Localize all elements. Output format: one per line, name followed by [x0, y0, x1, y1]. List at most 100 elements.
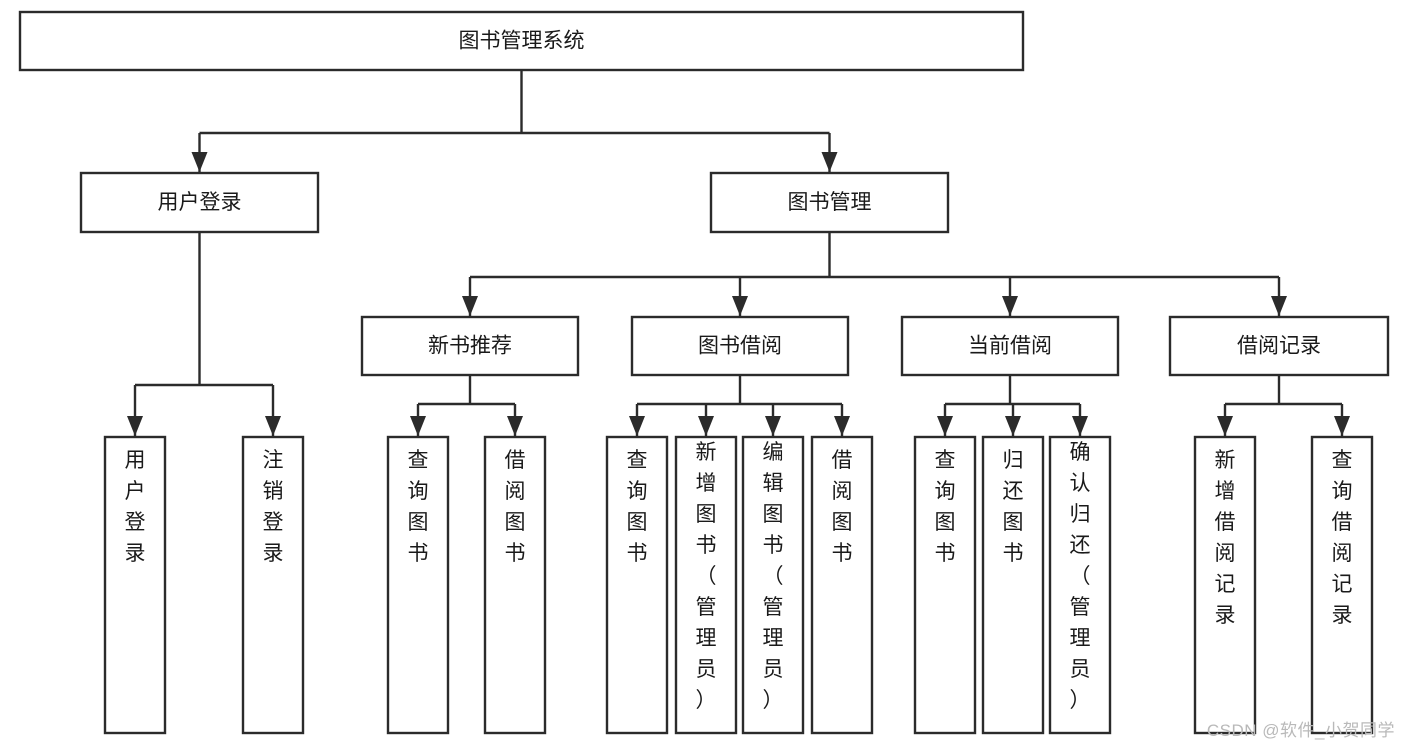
arrow-head-icon — [1334, 416, 1350, 436]
node-level3-book-borrow[interactable]: 图书借阅 — [630, 315, 850, 377]
node-level2-user-login[interactable]: 用户登录 — [79, 171, 320, 234]
arrow-head-icon — [1002, 296, 1018, 316]
node-leaf-leaf-borrow-book[interactable]: 借阅图书 — [810, 435, 874, 735]
node-label: 注销登录 — [263, 449, 284, 565]
arrow-head-icon — [1005, 416, 1021, 436]
arrow-head-icon — [462, 296, 478, 316]
watermark-label: CSDN @软件_小贺同学 — [1206, 721, 1395, 740]
node-leaf-leaf-query-book-rec[interactable]: 查询图书 — [386, 435, 450, 735]
arrow-head-icon — [834, 416, 850, 436]
arrow-head-icon — [462, 296, 478, 316]
node-leaf-leaf-add-record[interactable]: 新增借阅记录 — [1193, 435, 1257, 735]
node-leaf-leaf-query-book-current[interactable]: 查询图书 — [913, 435, 977, 735]
node-label: 借阅记录 — [1237, 335, 1321, 358]
arrow-head-icon — [265, 416, 281, 436]
node-box — [674, 435, 738, 735]
node-leaf-leaf-query-book-borrow[interactable]: 查询图书 — [605, 435, 669, 735]
arrow-head-icon — [191, 152, 208, 172]
arrow-head-icon — [629, 416, 645, 436]
node-level3-new-book-recommend[interactable]: 新书推荐 — [360, 315, 580, 377]
node-leaf-leaf-borrow-book-rec[interactable]: 借阅图书 — [483, 435, 547, 735]
arrow-head-icon — [1002, 296, 1018, 316]
node-label: 图书借阅 — [698, 335, 782, 358]
node-box — [605, 435, 669, 735]
arrow-head-icon — [732, 296, 748, 316]
node-level3-current-borrow[interactable]: 当前借阅 — [900, 315, 1120, 377]
node-label: 查询图书 — [408, 449, 429, 565]
node-label: 用户登录 — [158, 191, 242, 214]
arrow-head-icon — [732, 296, 748, 316]
node-root[interactable]: 图书管理系统 — [18, 10, 1025, 72]
arrow-head-icon — [1217, 416, 1233, 436]
node-leaf-leaf-return-book[interactable]: 归还图书 — [981, 435, 1045, 735]
arrow-head-icon — [821, 152, 838, 172]
arrow-head-icon — [1271, 296, 1287, 316]
node-level3-borrow-record[interactable]: 借阅记录 — [1168, 315, 1390, 377]
arrow-head-icon — [1217, 416, 1233, 436]
node-box — [630, 315, 850, 377]
node-layer: 图书管理系统用户登录图书管理新书推荐图书借阅当前借阅借阅记录用户登录注销登录查询… — [18, 10, 1390, 735]
node-box — [241, 435, 305, 735]
node-leaf-leaf-add-book[interactable]: 新增图书（管理员） — [674, 435, 738, 735]
arrow-head-icon — [1271, 296, 1287, 316]
node-box — [18, 10, 1025, 72]
node-box — [483, 435, 547, 735]
arrow-head-icon — [629, 416, 645, 436]
connector-layer — [127, 70, 1350, 436]
node-box — [360, 315, 580, 377]
arrow-head-icon — [1072, 416, 1088, 436]
node-label: 归还图书 — [1003, 449, 1024, 565]
arrow-head-icon — [698, 416, 714, 436]
arrow-head-icon — [937, 416, 953, 436]
node-label: 查询图书 — [627, 449, 648, 565]
node-box — [103, 435, 167, 735]
node-box — [741, 435, 805, 735]
arrow-head-icon — [265, 416, 281, 436]
node-label: 确认归还（管理员） — [1070, 441, 1091, 712]
arrow-head-icon — [821, 152, 838, 172]
node-label: 查询图书 — [935, 449, 956, 565]
arrow-head-icon — [937, 416, 953, 436]
arrow-head-icon — [507, 416, 523, 436]
arrow-head-icon — [765, 416, 781, 436]
arrow-head-icon — [1072, 416, 1088, 436]
node-box — [810, 435, 874, 735]
node-box — [900, 315, 1120, 377]
node-box — [1048, 435, 1112, 735]
node-box — [913, 435, 977, 735]
node-label: 新增借阅记录 — [1215, 449, 1236, 627]
arrow-head-icon — [191, 152, 208, 172]
arrow-head-icon — [127, 416, 143, 436]
arrow-head-icon — [410, 416, 426, 436]
node-leaf-leaf-user-login[interactable]: 用户登录 — [103, 435, 167, 735]
node-label: 当前借阅 — [968, 335, 1052, 358]
node-leaf-leaf-logout[interactable]: 注销登录 — [241, 435, 305, 735]
node-label: 借阅图书 — [832, 449, 853, 565]
node-label: 借阅图书 — [505, 449, 526, 565]
node-box — [1193, 435, 1257, 735]
node-box — [1310, 435, 1374, 735]
arrow-head-icon — [765, 416, 781, 436]
arrow-head-icon — [127, 416, 143, 436]
arrow-head-icon — [410, 416, 426, 436]
node-box — [79, 171, 320, 234]
node-leaf-leaf-edit-book[interactable]: 编辑图书（管理员） — [741, 435, 805, 735]
node-label: 新增图书（管理员） — [696, 441, 717, 712]
node-label: 新书推荐 — [428, 335, 512, 358]
arrow-head-icon — [698, 416, 714, 436]
node-label: 编辑图书（管理员） — [763, 441, 784, 712]
arrow-head-icon — [1005, 416, 1021, 436]
node-box — [981, 435, 1045, 735]
node-box — [1168, 315, 1390, 377]
node-leaf-leaf-query-record[interactable]: 查询借阅记录 — [1310, 435, 1374, 735]
node-level2-book-manage[interactable]: 图书管理 — [709, 171, 950, 234]
arrow-head-icon — [1334, 416, 1350, 436]
node-label: 用户登录 — [125, 449, 146, 565]
node-label: 图书管理系统 — [459, 30, 585, 53]
node-leaf-leaf-confirm-return[interactable]: 确认归还（管理员） — [1048, 435, 1112, 735]
node-box — [386, 435, 450, 735]
node-label: 查询借阅记录 — [1332, 449, 1353, 627]
arrow-head-icon — [507, 416, 523, 436]
